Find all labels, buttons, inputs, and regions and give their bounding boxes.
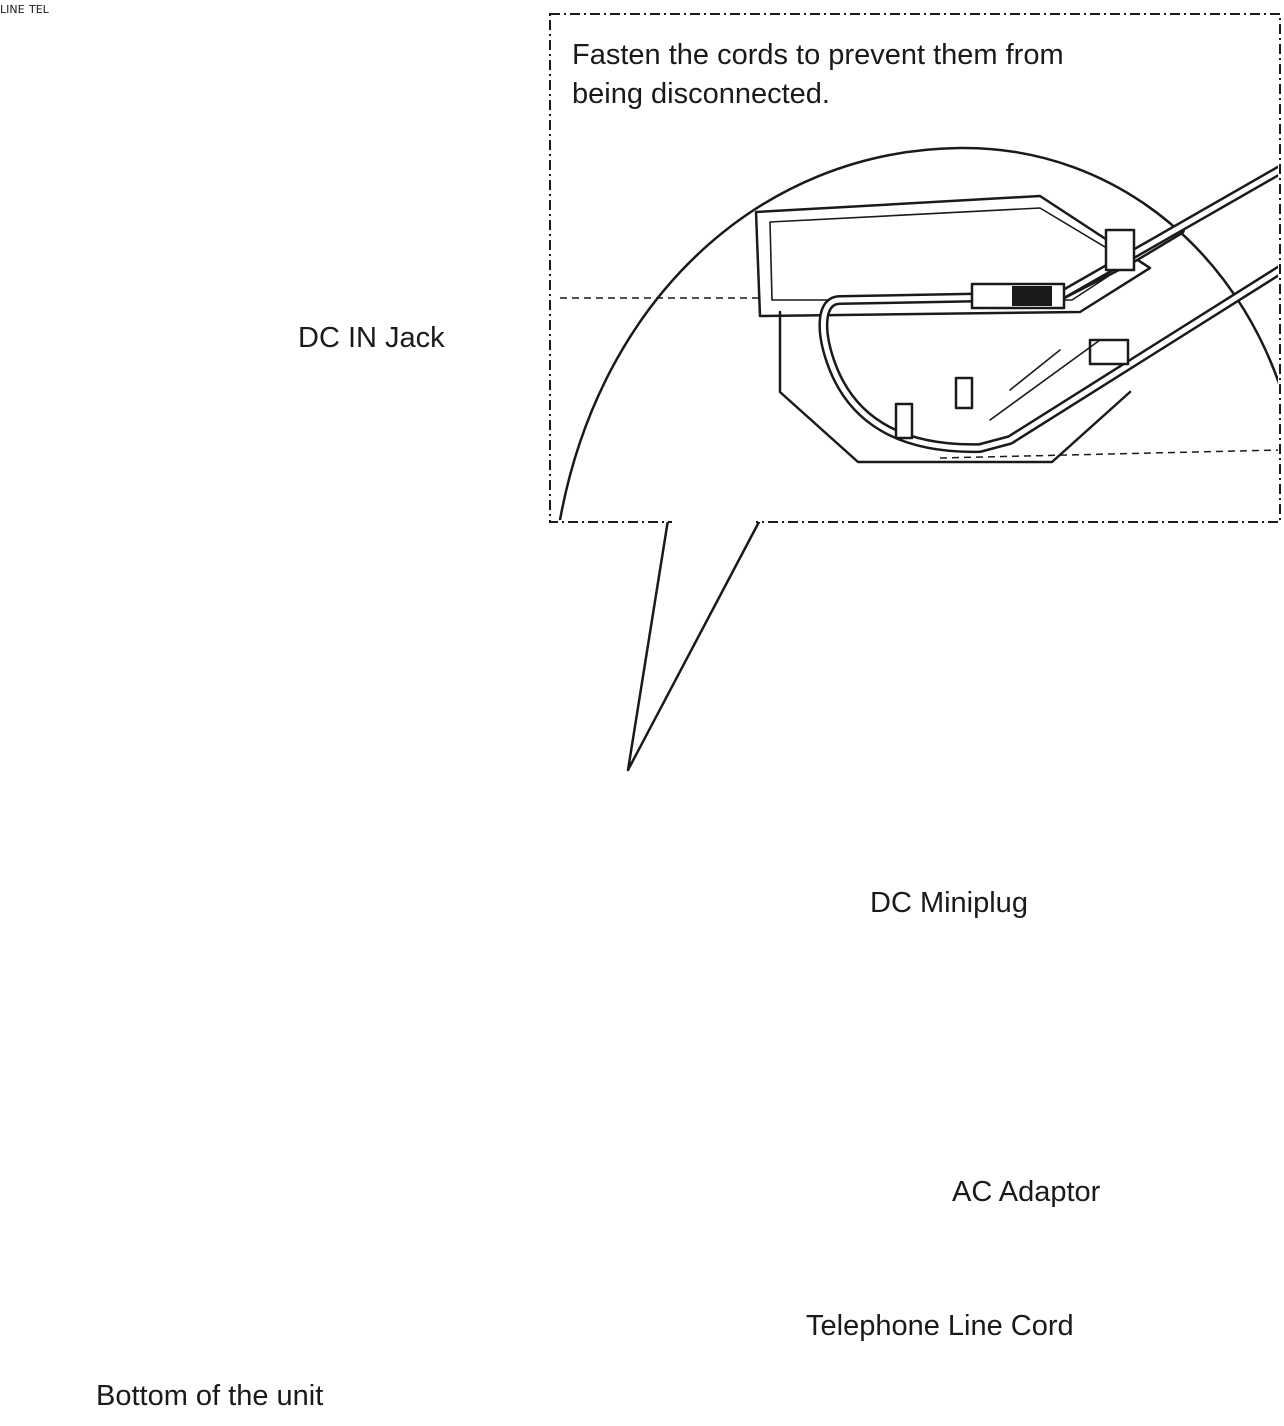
base-unit: LINE TEL: [0, 0, 49, 17]
tel-jack: LINE TEL: [0, 0, 49, 17]
callout-tail: [626, 518, 762, 772]
callout-inset: [549, 13, 1281, 772]
label-ac-adaptor: AC Adaptor: [952, 1176, 1101, 1208]
cord-channel-detail: [558, 146, 1278, 520]
unit-bottom-disc: LINE TEL: [0, 0, 49, 17]
label-dc-miniplug: DC Miniplug: [870, 887, 1028, 919]
label-bottom-of-unit: Bottom of the unit: [96, 1380, 324, 1412]
line-mark: LINE: [0, 3, 25, 16]
tel-mark: TEL: [29, 3, 49, 16]
dc-in-jack-socket: LINE TEL: [0, 0, 49, 17]
callout-text: Fasten the cords to prevent them from be…: [572, 39, 1064, 110]
label-telephone-line-cord: Telephone Line Cord: [806, 1310, 1074, 1342]
unit-top-rim: LINE TEL: [0, 0, 49, 17]
label-dc-in-jack: DC IN Jack: [298, 322, 445, 354]
jack-panel: LINE TEL: [0, 0, 49, 17]
line-jack: LINE TEL: [0, 0, 49, 17]
